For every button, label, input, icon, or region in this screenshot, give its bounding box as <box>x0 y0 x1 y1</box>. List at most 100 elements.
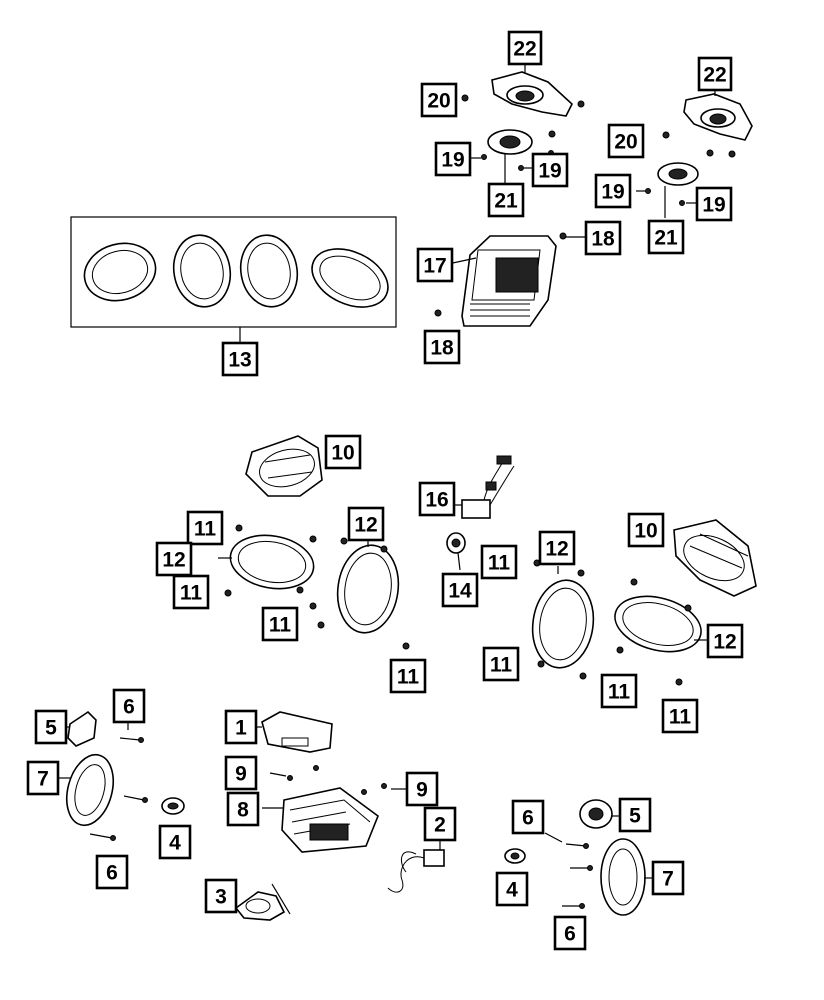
callout-box <box>538 530 576 566</box>
callout-box <box>204 878 238 914</box>
callout-c6a: 6 <box>112 688 146 724</box>
callout-c8: 8 <box>226 791 260 827</box>
callout-number: 9 <box>235 763 247 786</box>
harness-2 <box>387 840 445 893</box>
callout-box <box>155 541 193 577</box>
tweeter-pod-right <box>683 90 753 141</box>
callout-c7b: 7 <box>651 860 685 896</box>
callout-number: 6 <box>123 696 135 719</box>
callout-box <box>511 799 545 835</box>
tweeter-left <box>487 129 533 183</box>
callout-c19c: 19 <box>594 173 632 209</box>
callout-c6d: 6 <box>553 915 587 951</box>
callout-box <box>434 141 472 177</box>
callout-box <box>482 646 520 682</box>
callout-c10a: 10 <box>324 434 362 470</box>
callout-number: 20 <box>614 131 637 154</box>
callout-c11c: 11 <box>261 606 299 642</box>
callout-number: 22 <box>513 38 536 61</box>
callout-number: 12 <box>713 631 736 654</box>
callout-c10b: 10 <box>627 512 665 548</box>
callout-box <box>420 82 458 118</box>
module-1 <box>256 711 333 753</box>
callout-box <box>661 698 699 734</box>
callout-c19d: 19 <box>695 186 733 222</box>
callout-c11d: 11 <box>389 658 427 694</box>
callout-number: 19 <box>702 194 725 217</box>
callout-c18a: 18 <box>584 220 622 256</box>
callout-c11e: 11 <box>480 544 518 580</box>
callout-box <box>158 824 192 860</box>
callout-number: 19 <box>441 149 464 172</box>
callout-number: 18 <box>591 228 615 251</box>
speaker-bracket-right <box>673 519 757 597</box>
speaker-bracket-left <box>245 435 323 497</box>
callout-box <box>480 544 518 580</box>
tweeter-right <box>657 162 699 218</box>
callout-c20a: 20 <box>420 82 458 118</box>
callout-box <box>112 688 146 724</box>
callout-box <box>695 186 733 222</box>
callout-box <box>416 247 454 283</box>
callout-box <box>507 30 543 66</box>
tweeter-3 <box>234 883 291 921</box>
callout-box <box>441 572 479 608</box>
callout-number: 18 <box>430 337 454 360</box>
callout-box <box>495 871 529 907</box>
callout-c14: 14 <box>441 572 479 608</box>
callout-box <box>627 512 665 548</box>
callout-box <box>405 771 439 807</box>
callout-c7a: 7 <box>26 760 60 796</box>
grommet-4-left <box>161 797 185 815</box>
callout-box <box>26 760 60 796</box>
callout-number: 12 <box>162 549 185 572</box>
callout-c17: 17 <box>416 247 454 283</box>
speaker-7-left <box>58 753 115 827</box>
callout-c19b: 19 <box>531 152 569 188</box>
callout-c9b: 9 <box>405 771 439 807</box>
callout-c11a: 11 <box>186 510 224 546</box>
callout-c22b: 22 <box>697 56 733 92</box>
callout-c11b: 11 <box>172 574 210 610</box>
callout-c11f: 11 <box>482 646 520 682</box>
callout-c5a: 5 <box>34 709 68 745</box>
callout-box <box>347 506 385 542</box>
bolts-right <box>544 832 593 909</box>
callout-box <box>553 915 587 951</box>
callout-box <box>34 709 68 745</box>
callout-box <box>487 182 525 218</box>
callout-number: 21 <box>654 227 678 250</box>
callout-number: 13 <box>228 349 251 372</box>
callout-number: 11 <box>194 518 217 541</box>
bolts-left <box>89 720 148 841</box>
callout-c12b: 12 <box>155 541 193 577</box>
callout-number: 5 <box>629 805 641 828</box>
callout-c1: 1 <box>224 709 258 745</box>
callout-box <box>651 860 685 896</box>
callout-number: 12 <box>545 538 568 561</box>
speaker-right-front <box>614 578 708 686</box>
callout-number: 11 <box>397 666 420 689</box>
callout-number: 2 <box>434 814 446 837</box>
callout-c12c: 12 <box>538 530 576 566</box>
callout-c3: 3 <box>204 878 238 914</box>
callout-box <box>594 173 632 209</box>
callout-c21b: 21 <box>647 219 685 255</box>
speaker-7-right <box>600 838 652 916</box>
callout-c22a: 22 <box>507 30 543 66</box>
callout-box <box>706 623 744 659</box>
speaker-right-door <box>531 559 595 680</box>
callout-number: 9 <box>416 779 428 802</box>
callout-number: 11 <box>488 552 511 575</box>
callout-number: 11 <box>669 706 692 729</box>
callout-box <box>226 791 260 827</box>
tweeter-pod-left <box>491 64 573 117</box>
callout-number: 10 <box>331 442 354 465</box>
callout-c11g: 11 <box>600 673 638 709</box>
callout-number: 1 <box>235 717 247 740</box>
callout-box <box>531 152 569 188</box>
speaker-gasket-kit <box>70 216 397 342</box>
callout-box <box>95 854 129 890</box>
callout-number: 17 <box>423 255 446 278</box>
speaker-left-door <box>309 537 410 650</box>
